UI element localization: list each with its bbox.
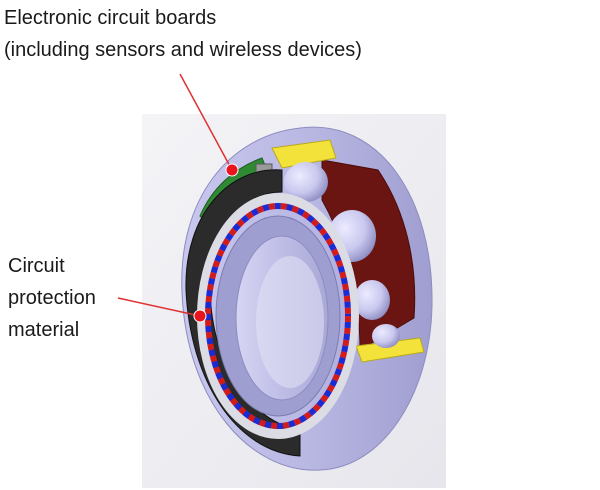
marker-dot-boards <box>225 163 239 177</box>
label-protection-line2: protection <box>8 287 96 309</box>
leader-line-protection <box>117 297 201 317</box>
ball <box>372 324 400 348</box>
ball <box>354 280 390 320</box>
label-circuit-boards-line1: Electronic circuit boards <box>4 7 217 29</box>
label-protection-line1: Circuit <box>8 255 65 277</box>
bore-shadow <box>256 256 324 388</box>
sensor-track-blue <box>205 203 351 429</box>
seal-top <box>271 139 337 169</box>
marker-dot-protection <box>193 309 207 323</box>
label-protection-line3: material <box>8 319 80 341</box>
bearing <box>181 126 433 471</box>
ball <box>284 162 328 202</box>
label-circuit-boards-line2: (including sensors and wireless devices) <box>4 39 362 61</box>
leader-line-boards <box>179 73 233 171</box>
